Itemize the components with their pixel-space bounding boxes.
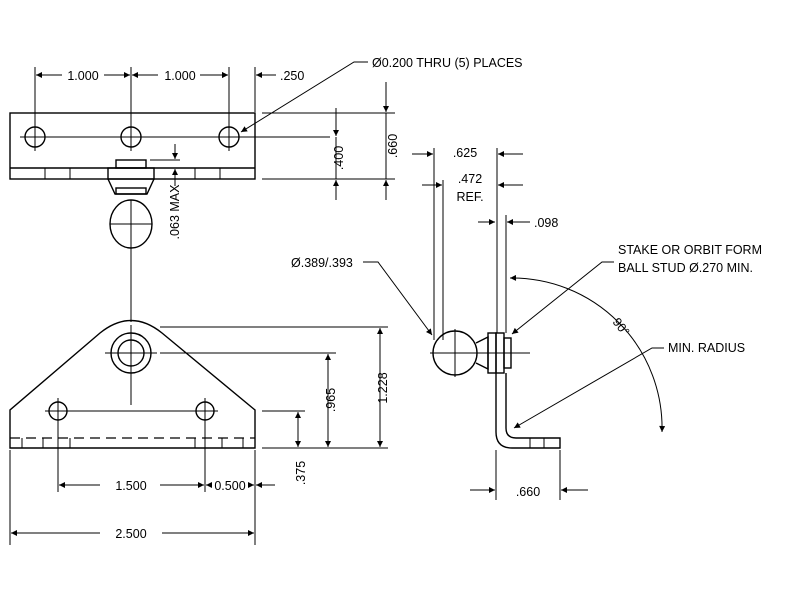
dim-top-1000-b: 1.000 <box>164 69 195 83</box>
side-view <box>430 329 561 449</box>
stud-collar <box>107 167 155 180</box>
dim-098: .098 <box>534 216 558 230</box>
stud-neck <box>107 178 155 195</box>
dim-472: .472 <box>458 172 482 186</box>
side-dimensions: .625 .472 REF. .098 Ø.389/.393 STAKE OR … <box>291 146 762 500</box>
dim-ref: REF. <box>456 190 483 204</box>
top-dimensions: 1.000 1.000 .250 Ø0.200 THRU (5) PLACES … <box>34 56 523 240</box>
stake-note-line2: BALL STUD Ø.270 MIN. <box>618 261 753 275</box>
dim-400: .400 <box>332 146 346 170</box>
dim-side-660: .660 <box>516 485 540 499</box>
dim-top-1000-a: 1.000 <box>67 69 98 83</box>
dim-1500: 1.500 <box>115 479 146 493</box>
dim-063-max: .063 MAX <box>168 184 182 240</box>
top-plate-outline <box>9 112 256 180</box>
dim-1228: 1.228 <box>376 372 390 403</box>
stake-note-line1: STAKE OR ORBIT FORM <box>618 243 762 257</box>
bracket-outline <box>9 319 256 449</box>
dim-625: .625 <box>453 146 477 160</box>
front-view <box>9 319 256 449</box>
min-radius-note: MIN. RADIUS <box>668 341 745 355</box>
hole-callout: Ø0.200 THRU (5) PLACES <box>372 56 523 70</box>
front-dimensions: 1.228 .965 .375 1.500 0.500 2.500 <box>9 326 390 545</box>
dim-375: .375 <box>294 461 308 485</box>
angle-90: 90° <box>610 315 633 339</box>
ball-diameter: Ø.389/.393 <box>291 256 353 270</box>
dim-2500: 2.500 <box>115 527 146 541</box>
dim-965: .965 <box>324 388 338 412</box>
side-bracket <box>495 373 561 449</box>
stud-flange <box>115 159 147 169</box>
dim-0500: 0.500 <box>214 479 245 493</box>
dim-660: .660 <box>386 134 400 158</box>
dim-top-250: .250 <box>280 69 304 83</box>
